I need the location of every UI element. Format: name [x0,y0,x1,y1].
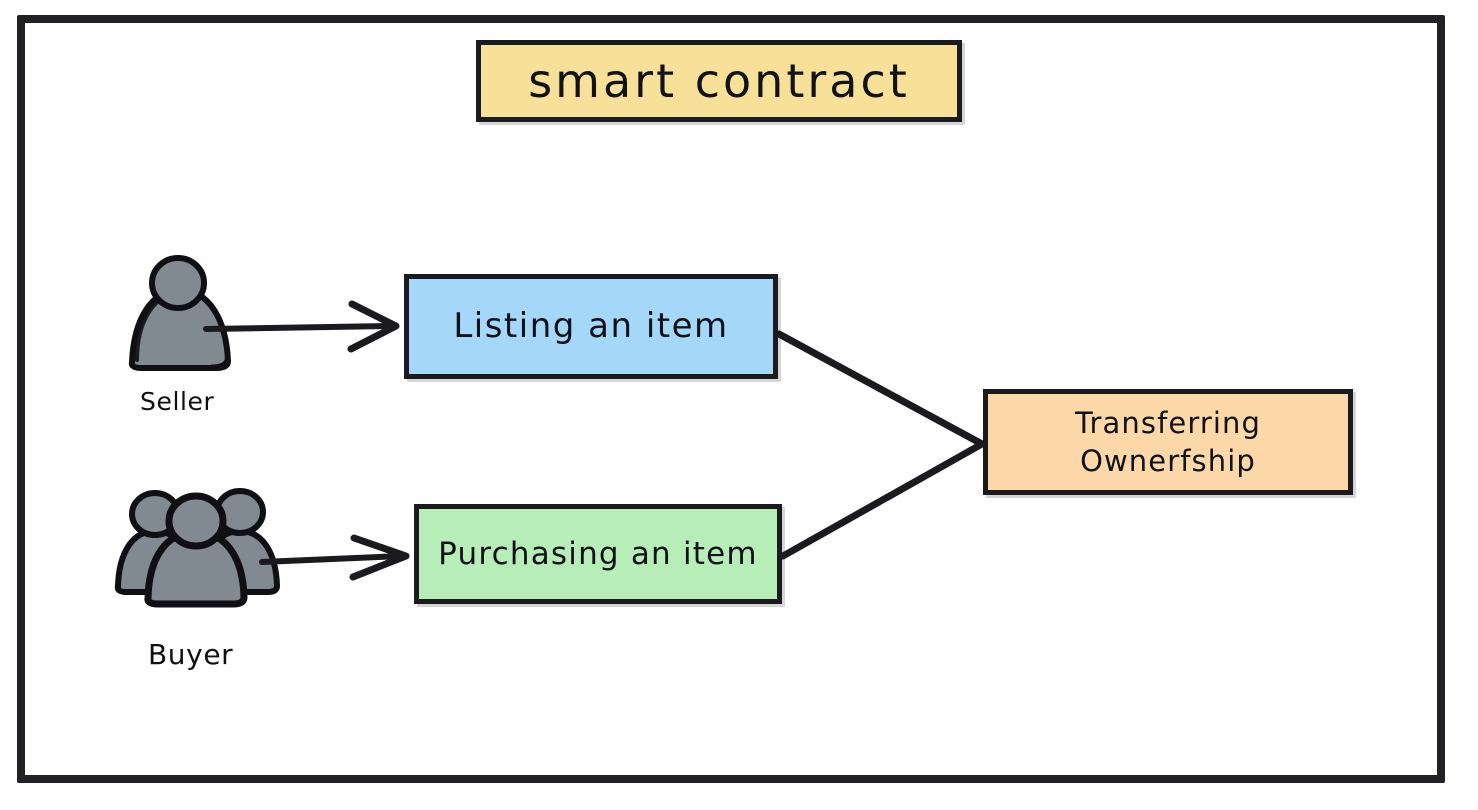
node-purchasing-an-item[interactable]: Purchasing an item [414,504,782,604]
node-listing-an-item-label: Listing an item [453,306,729,347]
node-smart-contract[interactable]: smart contract [476,40,962,122]
actor-seller-caption: Seller [140,387,215,416]
diagram-border [17,15,1445,783]
node-purchasing-an-item-label: Purchasing an item [438,535,758,572]
node-listing-an-item[interactable]: Listing an item [404,274,778,379]
node-smart-contract-label: smart contract [528,53,910,108]
node-transferring-ownership[interactable]: Transferring Ownerfship [983,389,1353,495]
actor-buyer-caption: Buyer [148,638,234,671]
node-transferring-ownership-label: Transferring Ownerfship [1074,405,1262,478]
